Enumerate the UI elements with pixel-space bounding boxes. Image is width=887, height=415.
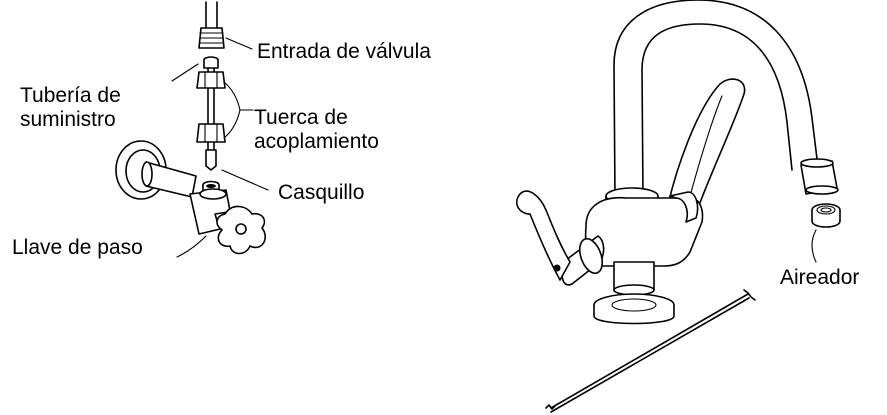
- faucet-body: [584, 187, 704, 325]
- coupling-nut-label: Tuerca de acoplamiento: [254, 106, 379, 154]
- supply-leaders: [171, 37, 269, 258]
- coupling-nut-label-line2: acoplamiento: [254, 130, 379, 153]
- right-lever-handle: [667, 78, 746, 209]
- shutoff-valve-part: [115, 140, 266, 255]
- shutoff-valve-label: Llave de paso: [12, 236, 143, 259]
- gooseneck-spout: [613, 0, 839, 199]
- upper-coupling-nut: [196, 71, 226, 89]
- supply-pipe-label-line1: Tubería de: [20, 84, 121, 107]
- aerator-part: [811, 203, 841, 228]
- lower-coupling-nut: [196, 123, 226, 143]
- countertop-edge: [545, 289, 756, 413]
- coupling-nut-label-line1: Tuerca de: [254, 106, 348, 129]
- valve-inlet-part: [198, 1, 225, 49]
- aerator-label: Aireador: [780, 266, 860, 289]
- left-lever-handle: [515, 190, 605, 286]
- valve-inlet-label: Entrada de válvula: [257, 40, 431, 63]
- supply-pipe-label-line2: suministro: [20, 108, 116, 131]
- aerator-leader: [811, 229, 817, 263]
- ferrule-label: Casquillo: [278, 181, 365, 204]
- faucet-assembly: [515, 0, 841, 413]
- supply-assembly: [115, 1, 266, 255]
- supply-pipe-label: Tubería de suministro: [20, 84, 121, 132]
